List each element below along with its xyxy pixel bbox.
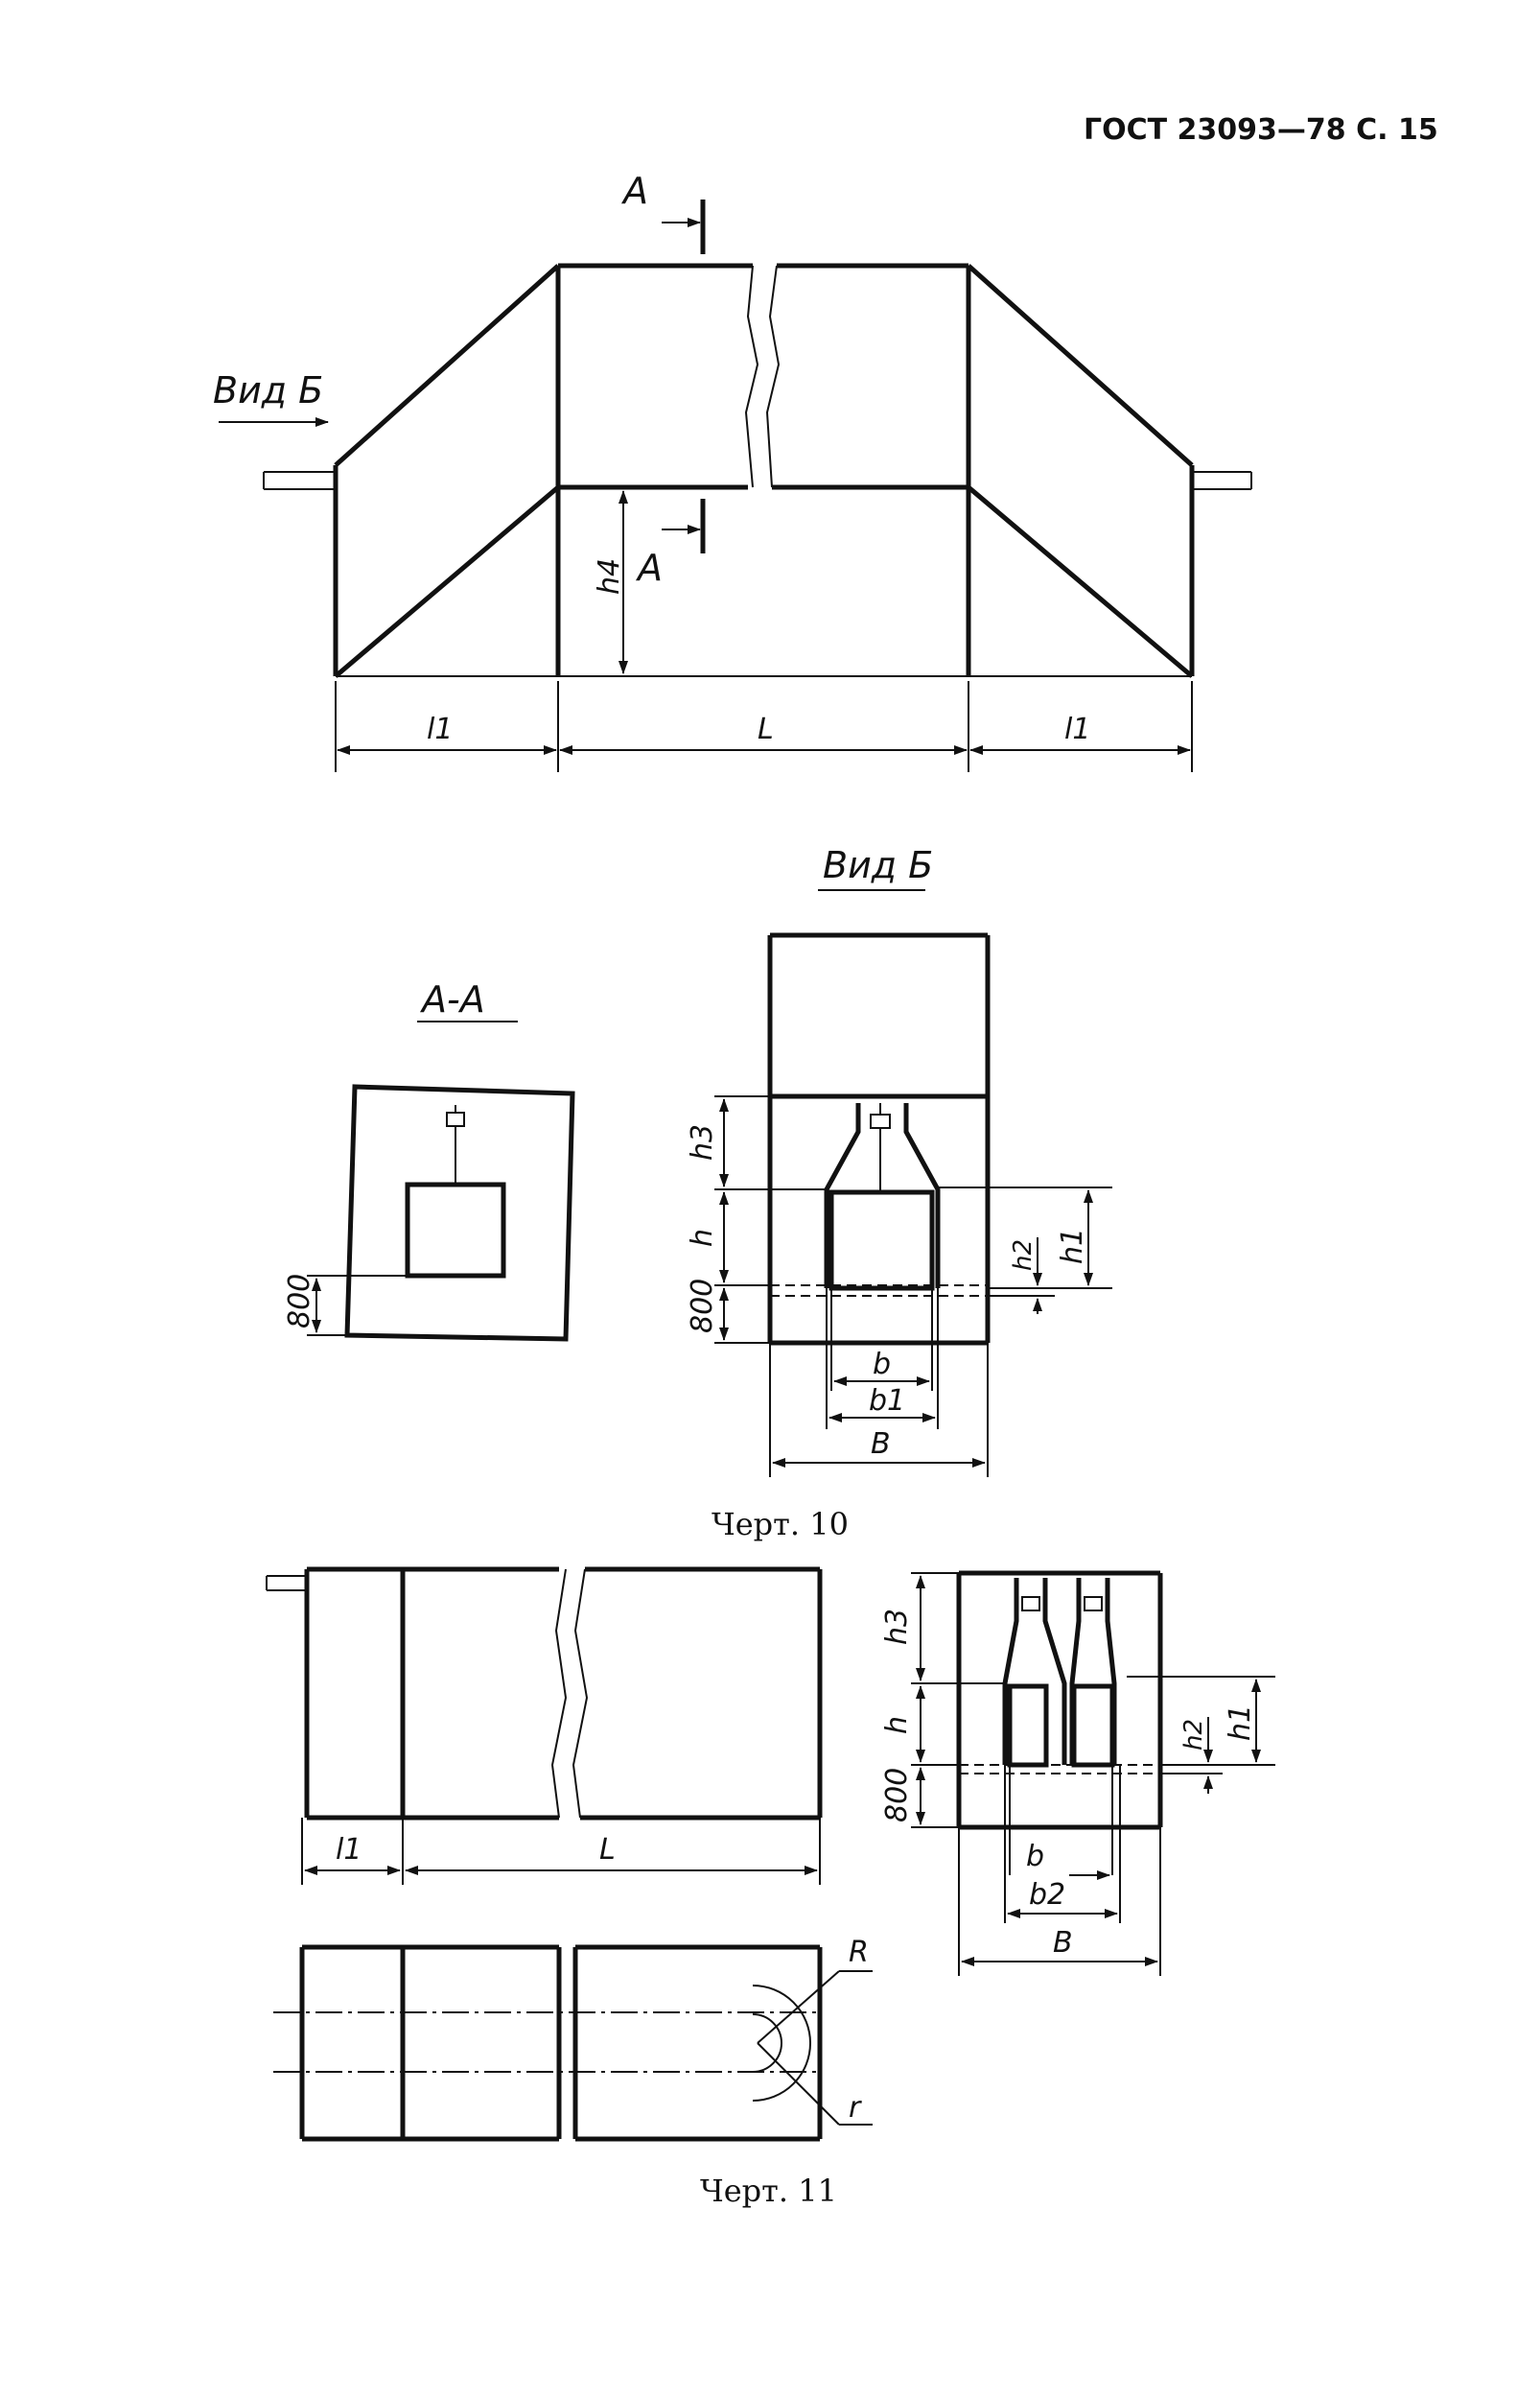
dim-h4-label: h4 — [593, 558, 626, 595]
dim-R-label: R — [849, 1936, 869, 1969]
dim-h-fig10: h — [686, 1229, 719, 1247]
figure-10-side-view: А А Вид Б h4 l1 L l1 — [213, 170, 1252, 772]
dim-L-fig11: L — [599, 1833, 616, 1867]
dim-L-label: L — [758, 713, 774, 746]
dim-b-fig10: b — [873, 1348, 891, 1381]
dim-h3-fig10: h3 — [686, 1124, 719, 1161]
dim-h-fig11: h — [880, 1716, 914, 1734]
view-b-label: Вид Б — [213, 369, 323, 411]
view-b-title: Вид Б — [823, 844, 933, 886]
section-a-a: А-А 800 — [283, 978, 575, 1342]
page-header: ГОСТ 23093—78 С. 15 — [1084, 113, 1438, 147]
dim-b1-fig10: b1 — [869, 1384, 905, 1418]
dim-h2-fig10: h2 — [1009, 1239, 1038, 1271]
dim-800-section: 800 — [283, 1274, 316, 1328]
caption-fig-11: Черт. 11 — [700, 2173, 837, 2209]
dim-r-label: r — [849, 2091, 862, 2125]
view-b: Вид Б h3 h 800 h1 h2 — [686, 844, 1112, 1477]
figure-11-side-view: l1 L — [266, 1566, 823, 1885]
section-mark-a-bottom: А — [635, 547, 663, 589]
dim-h2-fig11: h2 — [1179, 1719, 1208, 1751]
caption-fig-10: Черт. 10 — [712, 1506, 849, 1542]
dim-l1-right: l1 — [1064, 713, 1090, 746]
dim-b2-fig11: b2 — [1029, 1878, 1065, 1912]
section-a-a-label: А-А — [419, 978, 485, 1021]
dim-h3-fig11: h3 — [880, 1609, 914, 1645]
dim-h1-fig11: h1 — [1224, 1704, 1257, 1741]
section-mark-a-top: А — [620, 170, 648, 212]
dim-800-fig10: 800 — [686, 1279, 719, 1333]
dim-B-fig11: B — [1053, 1926, 1073, 1960]
dim-B-fig10: B — [871, 1427, 891, 1461]
dim-l1-left: l1 — [427, 713, 453, 746]
dim-l1-fig11: l1 — [336, 1833, 362, 1867]
dim-800-fig11: 800 — [880, 1768, 914, 1822]
dim-b-fig11: b — [1026, 1840, 1044, 1873]
figure-11-end-view: h3 h 800 h1 h2 b b2 B — [880, 1570, 1275, 1976]
dim-h1-fig10: h1 — [1056, 1228, 1089, 1264]
figure-11-plan-view: R r — [273, 1936, 873, 2142]
